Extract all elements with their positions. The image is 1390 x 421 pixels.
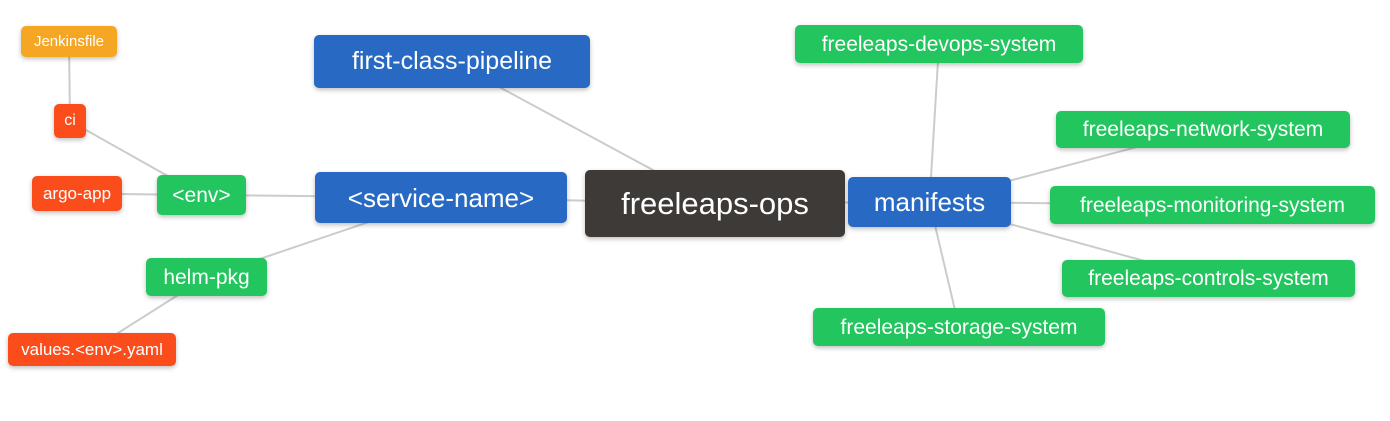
node-env[interactable]: <env> bbox=[157, 175, 246, 215]
node-controls-system[interactable]: freeleaps-controls-system bbox=[1062, 260, 1355, 297]
node-values-env-yaml[interactable]: values.<env>.yaml bbox=[8, 333, 176, 366]
node-jenkinsfile[interactable]: Jenkinsfile bbox=[21, 26, 117, 57]
node-devops-system[interactable]: freeleaps-devops-system bbox=[795, 25, 1083, 63]
node-first-class-pipeline[interactable]: first-class-pipeline bbox=[314, 35, 590, 88]
node-storage-system[interactable]: freeleaps-storage-system bbox=[813, 308, 1105, 346]
node-argo-app[interactable]: argo-app bbox=[32, 176, 122, 211]
node-manifests[interactable]: manifests bbox=[848, 177, 1011, 227]
node-helm-pkg[interactable]: helm-pkg bbox=[146, 258, 267, 296]
node-network-system[interactable]: freeleaps-network-system bbox=[1056, 111, 1350, 148]
node-monitoring-system[interactable]: freeleaps-monitoring-system bbox=[1050, 186, 1375, 224]
node-ci[interactable]: ci bbox=[54, 104, 86, 138]
node-freeleaps-ops[interactable]: freeleaps-ops bbox=[585, 170, 845, 237]
node-service-name[interactable]: <service-name> bbox=[315, 172, 567, 223]
